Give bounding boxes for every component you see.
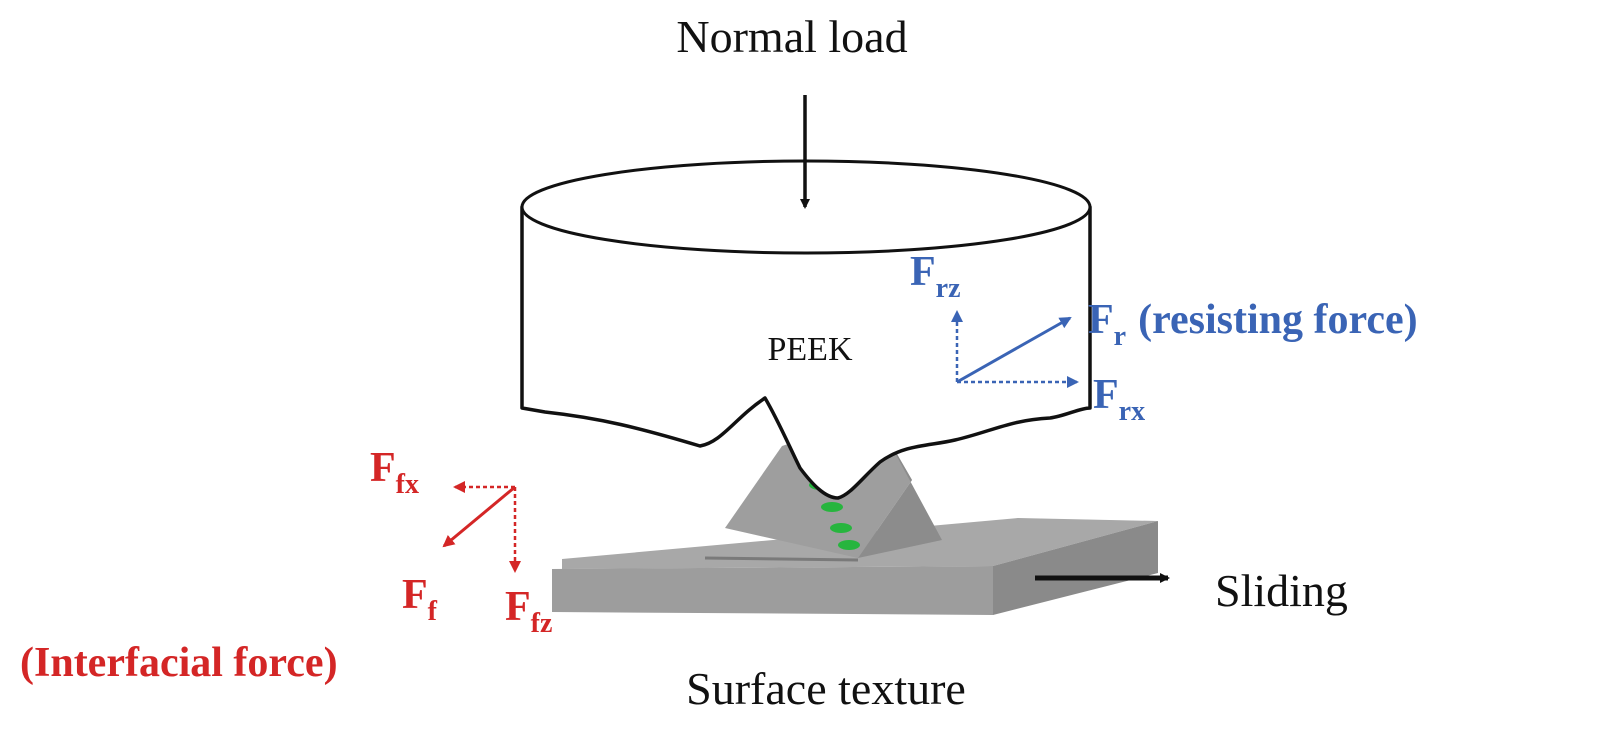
plate-side-face <box>993 521 1158 615</box>
peek-cylinder <box>520 159 1092 500</box>
f-r-main: F <box>1088 297 1114 343</box>
f-fz-main: F <box>505 584 531 630</box>
f-fx-label: Ffx <box>370 445 419 500</box>
plate-front-face <box>552 566 993 615</box>
f-f-label: Ff <box>402 572 438 627</box>
plate-groove <box>704 556 859 562</box>
f-rz-sub: rz <box>936 273 961 304</box>
f-rz-label: Frz <box>910 249 961 304</box>
cylinder-body <box>520 205 1092 500</box>
f-rx-sub: rx <box>1119 396 1145 427</box>
f-fz-label: Ffz <box>505 584 552 639</box>
contact-particles <box>809 480 860 550</box>
f-f-vector <box>442 485 516 548</box>
resisting-force-vectors <box>951 310 1079 388</box>
contact-particle <box>821 502 843 512</box>
sliding-label: Sliding <box>1215 565 1348 616</box>
f-rx-label: Frx <box>1093 372 1145 427</box>
material-label: PEEK <box>768 331 853 368</box>
interfacial-force-vectors <box>442 481 521 573</box>
f-fz-sub: fz <box>531 608 553 639</box>
f-f-main: F <box>402 572 428 618</box>
contact-particle <box>830 523 852 533</box>
f-f-sub: f <box>428 596 438 627</box>
f-r-vector <box>956 316 1072 384</box>
f-fx-main: F <box>370 445 396 491</box>
normal-load-label: Normal load <box>676 11 907 62</box>
interfacial-force-caption: (Interfacial force) <box>20 640 338 686</box>
surface-texture-label: Surface texture <box>686 663 966 714</box>
f-r-sub: r <box>1114 321 1126 352</box>
f-fx-sub: fx <box>396 469 419 500</box>
f-rx-main: F <box>1093 372 1119 418</box>
f-r-label: Fr (resisting force) <box>1088 297 1418 352</box>
contact-particle <box>838 540 860 550</box>
f-r-note: (resisting force) <box>1138 297 1418 343</box>
f-rz-main: F <box>910 249 936 295</box>
ridge-right-face <box>858 416 942 558</box>
